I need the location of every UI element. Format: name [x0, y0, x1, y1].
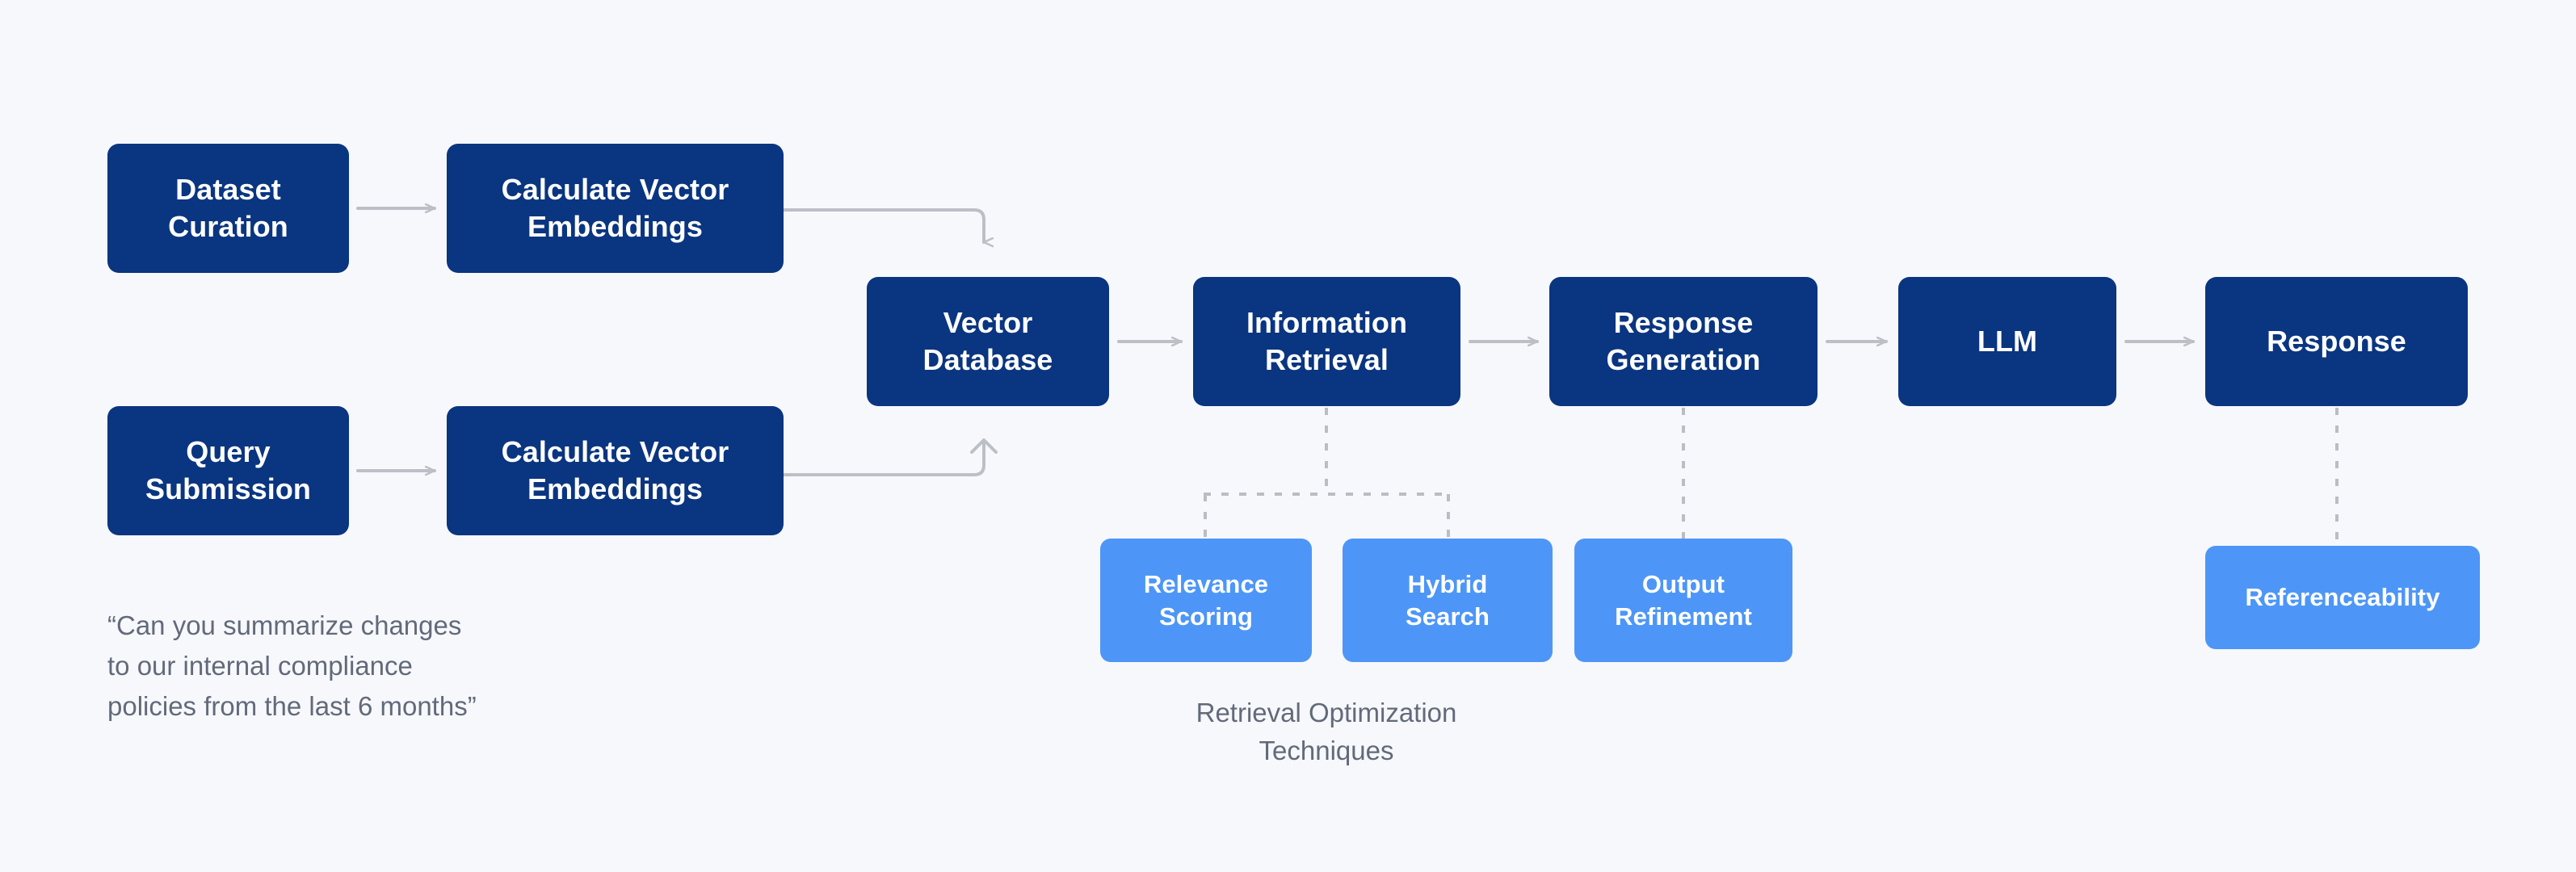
arrowhead-up-vectordb: [970, 438, 998, 454]
node-hybrid-search[interactable]: Hybrid Search: [1343, 539, 1553, 662]
node-vector-database[interactable]: Vector Database: [867, 277, 1109, 406]
node-response-generation[interactable]: Response Generation: [1549, 277, 1817, 406]
node-calculate-vector-embeddings-top[interactable]: Calculate Vector Embeddings: [447, 144, 784, 273]
elbow-embeddings-top-to-vectordb: [782, 208, 984, 242]
node-information-retrieval[interactable]: Information Retrieval: [1193, 277, 1460, 406]
node-response[interactable]: Response: [2205, 277, 2468, 406]
node-dataset-curation[interactable]: Dataset Curation: [107, 144, 349, 273]
node-calculate-vector-embeddings-bottom[interactable]: Calculate Vector Embeddings: [447, 406, 784, 535]
node-relevance-scoring[interactable]: Relevance Scoring: [1100, 539, 1312, 662]
retrieval-optimization-label: Retrieval Optimization Techniques: [1196, 698, 1457, 765]
node-llm[interactable]: LLM: [1898, 277, 2116, 406]
node-output-refinement[interactable]: Output Refinement: [1574, 539, 1792, 662]
example-query-caption: “Can you summarize changes to our intern…: [107, 610, 477, 722]
node-query-submission[interactable]: Query Submission: [107, 406, 349, 535]
elbow-embeddings-bottom-to-vectordb-visible: [782, 441, 985, 476]
node-referenceability[interactable]: Referenceability: [2205, 546, 2480, 649]
